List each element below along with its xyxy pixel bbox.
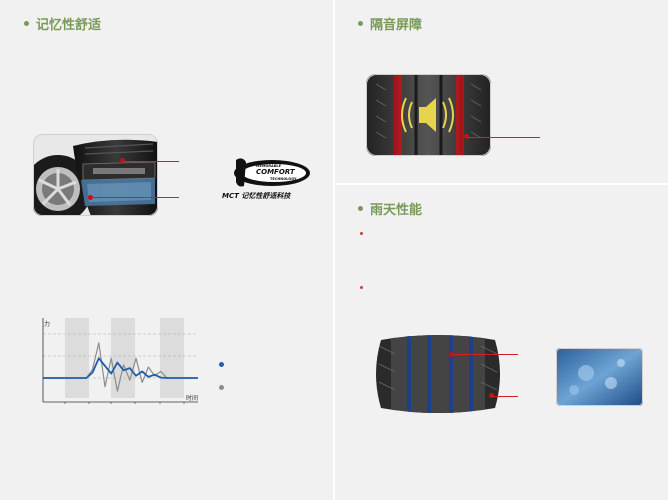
- title-bullet-icon: [358, 206, 363, 211]
- mct-logo-icon: [234, 158, 310, 187]
- mct-logo-text-main: COMFORT: [256, 168, 295, 176]
- tire-cross-section-image: [33, 134, 158, 216]
- list-bullet-icon: [360, 286, 363, 289]
- callout-line: [467, 137, 540, 138]
- chart-x-label: 时间: [186, 395, 199, 402]
- force-time-chart: [42, 318, 198, 404]
- callout-line: [452, 354, 518, 355]
- marker-dot: [464, 134, 469, 139]
- chart-y-label: 力: [44, 321, 51, 328]
- marker-dot: [449, 352, 454, 357]
- marker-dot: [489, 393, 494, 398]
- title-bullet-icon: [358, 21, 363, 26]
- marker-dot: [120, 158, 125, 163]
- callout-line: [492, 396, 518, 397]
- legend-marker-gray: [219, 385, 224, 390]
- memory-comfort-panel: [0, 0, 333, 500]
- vertical-divider: [333, 0, 335, 500]
- tire-wet-grooves-image: [376, 335, 500, 413]
- mct-logo: MEMORABLE COMFORT TECHNOLOGY MCT 记忆性舒适科技: [222, 156, 312, 202]
- chart-band: [160, 318, 184, 398]
- water-splash-image: [556, 348, 643, 406]
- sound-barrier-title: 隔音屏障: [358, 14, 422, 33]
- series-line: [43, 357, 198, 379]
- legend-marker-blue: [219, 362, 224, 367]
- chart-band: [111, 318, 135, 398]
- tire-sound-barrier-image: [366, 74, 491, 156]
- chart-band: [65, 318, 89, 398]
- list-bullet-icon: [360, 232, 363, 235]
- wet-performance-title: 雨天性能: [358, 199, 422, 218]
- marker-dot: [88, 195, 93, 200]
- mct-logo-text-bottom: TECHNOLOGY: [270, 177, 297, 181]
- horizontal-divider: [335, 183, 668, 185]
- mct-logo-caption: MCT 记忆性舒适科技: [222, 192, 291, 200]
- memory-comfort-title: 记忆性舒适: [24, 14, 101, 33]
- callout-line: [123, 161, 179, 162]
- callout-line: [91, 197, 179, 198]
- title-bullet-icon: [24, 21, 29, 26]
- mct-logo-text-top: MEMORABLE: [256, 164, 282, 168]
